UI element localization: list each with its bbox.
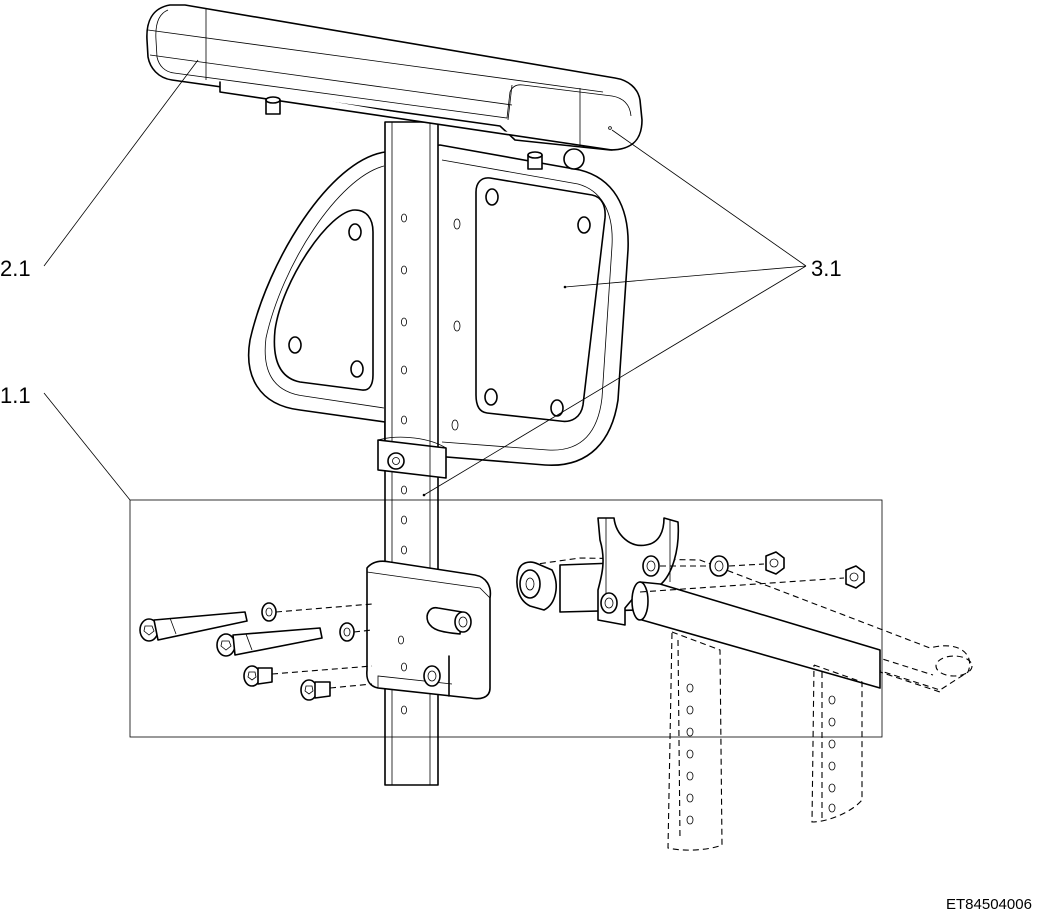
drawing-code: ET84504006 — [946, 896, 1032, 913]
callout-label-3-1: 3.1 — [811, 256, 842, 281]
armrest-pad — [146, 4, 643, 170]
pad-screw-right — [527, 151, 543, 170]
frame-clamp — [597, 517, 680, 626]
pad-screw-left — [265, 96, 281, 115]
leader-lines — [43, 59, 807, 501]
nut-right-upper — [765, 551, 785, 575]
short-screw-lower — [300, 679, 331, 701]
mounting-kit-frame — [129, 499, 883, 738]
spacer-washer — [516, 561, 557, 611]
long-bolt-lower — [216, 622, 355, 657]
frame-tube-solid — [631, 581, 881, 689]
height-collar — [377, 436, 447, 479]
long-bolt-upper — [139, 602, 277, 642]
hanging-strap-left — [667, 631, 723, 851]
hanging-strap-right — [811, 664, 863, 823]
nut-right-lower — [845, 565, 865, 589]
callout-label-2-1: 2.1 — [0, 256, 31, 281]
short-screw-upper — [243, 665, 273, 687]
post-adjustment-holes — [400, 213, 407, 715]
callout-label-1-1: 1.1 — [0, 383, 31, 408]
washer-right — [709, 555, 729, 577]
mounting-block — [366, 560, 492, 700]
